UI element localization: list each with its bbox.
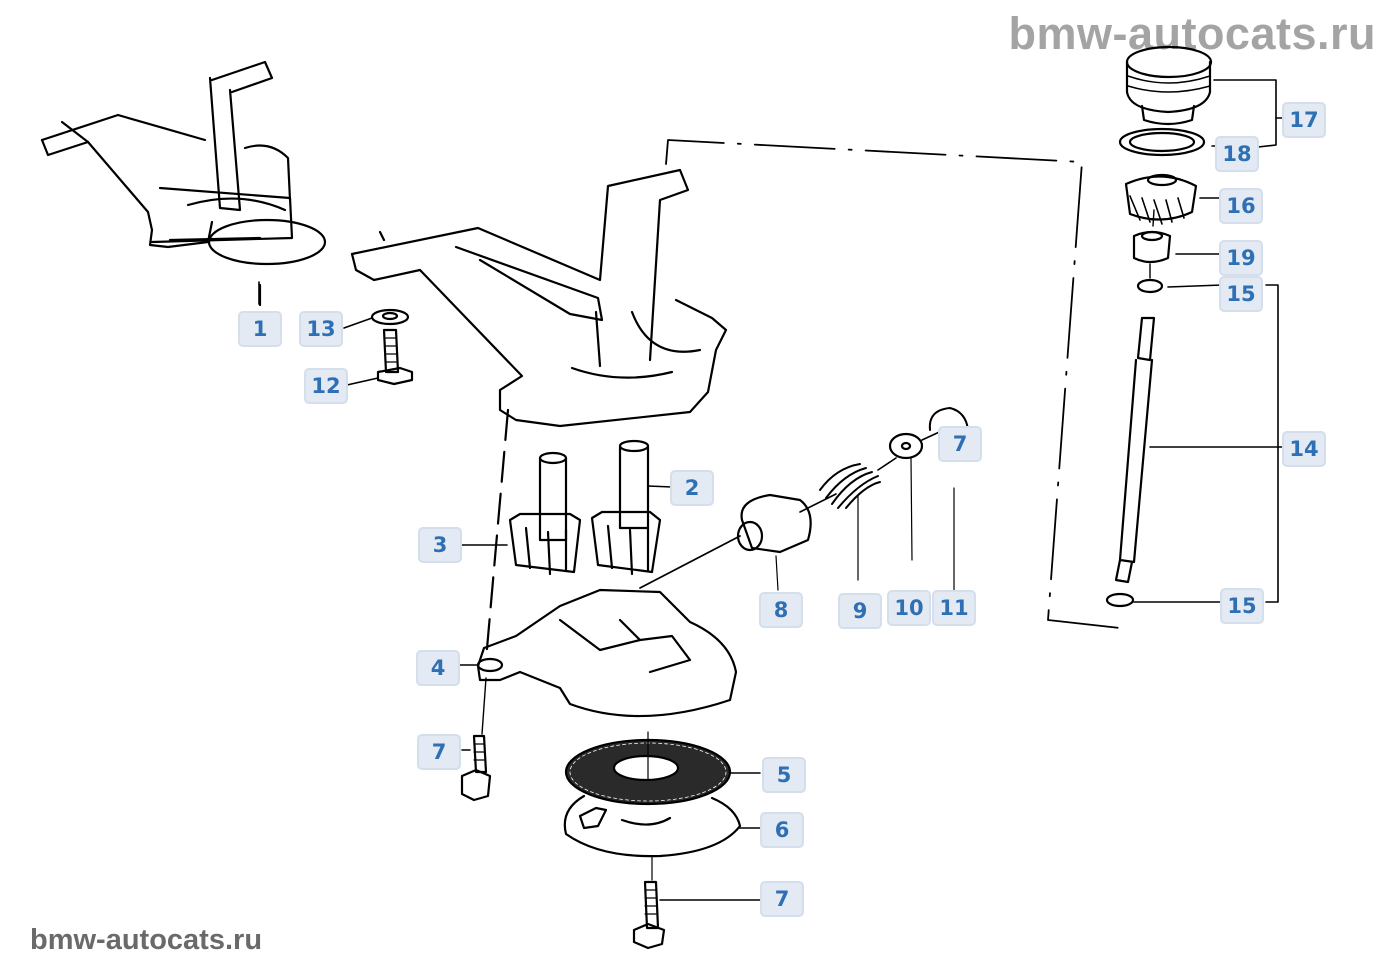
callout-10[interactable]: 10 — [887, 590, 931, 626]
strainer-cover-illustration — [563, 794, 742, 858]
callout-16[interactable]: 16 — [1219, 188, 1263, 224]
callout-18[interactable]: 18 — [1215, 136, 1259, 172]
callout-13[interactable]: 13 — [299, 311, 343, 347]
watermark-bottom: bmw-autocats.ru — [30, 924, 263, 956]
right-shaft-illustration — [1105, 45, 1213, 608]
callout-7-left[interactable]: 7 — [417, 734, 461, 770]
pump-body-illustration — [350, 168, 728, 428]
callout-9[interactable]: 9 — [838, 593, 882, 629]
relief-valve-illustration — [639, 407, 969, 591]
pump-cover-illustration — [476, 588, 738, 718]
pump-assembly-illustration — [40, 60, 327, 307]
callout-3[interactable]: 3 — [418, 527, 462, 563]
callout-11[interactable]: 11 — [932, 590, 976, 626]
callout-8[interactable]: 8 — [759, 592, 803, 628]
gears-illustration — [484, 408, 662, 662]
strainer-screen-illustration — [564, 731, 732, 806]
callout-7-bottom[interactable]: 7 — [760, 881, 804, 917]
callout-15-top[interactable]: 15 — [1219, 276, 1263, 312]
callout-14[interactable]: 14 — [1282, 431, 1326, 467]
callout-15-bottom[interactable]: 15 — [1220, 588, 1264, 624]
callout-19[interactable]: 19 — [1219, 240, 1263, 276]
callout-12[interactable]: 12 — [304, 368, 348, 404]
callout-6[interactable]: 6 — [760, 812, 804, 848]
callout-4[interactable]: 4 — [416, 650, 460, 686]
callout-17[interactable]: 17 — [1282, 102, 1326, 138]
callout-7-circlip[interactable]: 7 — [938, 426, 982, 462]
callout-1[interactable]: 1 — [238, 311, 282, 347]
callout-2[interactable]: 2 — [670, 470, 714, 506]
callout-5[interactable]: 5 — [762, 757, 806, 793]
